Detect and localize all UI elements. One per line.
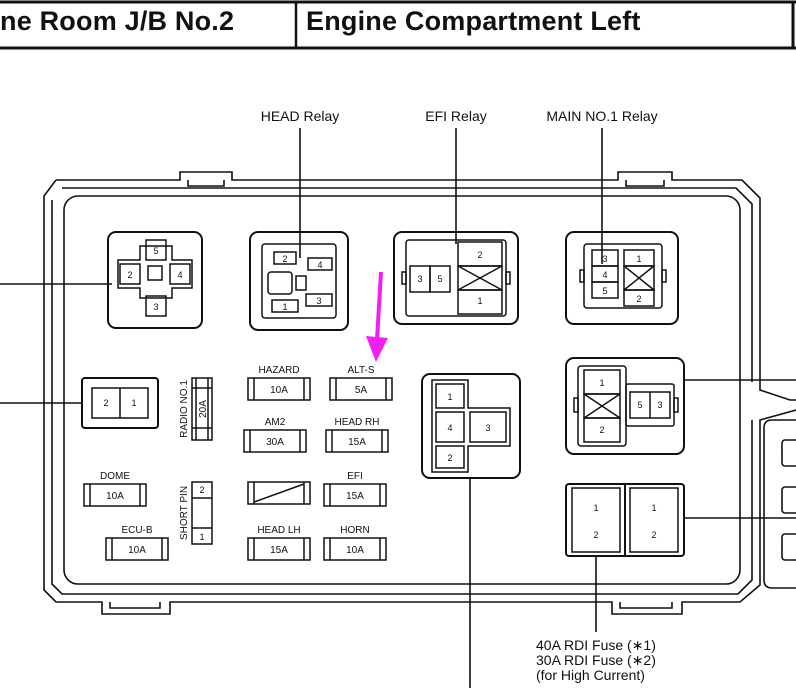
fuse-head-lh [247,537,311,561]
head-relay-pin-2: 2 [282,254,287,264]
fuse-am2 [243,429,307,453]
main-relay-pin-5: 5 [602,286,607,296]
rdi-fuse-callout-2: 30A RDI Fuse (∗2) [536,652,656,668]
fuse-alt-s-label: ALT-S [347,365,374,376]
left-connector [81,377,159,429]
rdi-fuse-callout-3: (for High Current) [536,667,645,683]
head-relay-callout: HEAD Relay [261,108,340,124]
fuse-layer [83,377,393,561]
fuse-hazard-label: HAZARD [258,365,299,376]
efi-relay-callout: EFI Relay [425,108,486,124]
right-relay-pin-2: 2 [599,425,604,435]
rdi-fuse-b-pin-2: 2 [651,530,656,540]
rdi-fuse-a-pin-2: 2 [593,530,598,540]
left-connector-pin-2: 2 [103,398,108,408]
fuse-dome [83,483,147,507]
fuse-efi-label: EFI [347,471,363,482]
fuse-hazard-rating: 10A [270,385,288,396]
fuse-hazard [247,377,311,401]
fuse-head-lh-rating: 15A [270,545,288,556]
fuse-dome-rating: 10A [106,491,124,502]
pointer-arrow [366,271,388,362]
cross-relay [107,231,203,329]
efi-relay-pin-5: 5 [437,274,442,284]
head-relay-socket [249,231,349,331]
main-relay-socket [565,231,679,325]
efi-relay-pin-2: 2 [477,250,482,260]
right-relay-pin-5: 5 [637,400,642,410]
fuse-horn-label: HORN [340,525,369,536]
rdi-fuse-callout-1: 40A RDI Fuse (∗1) [536,637,656,653]
fuse-alt-s-rating: 5A [355,385,368,396]
middle-relay-pin-3: 3 [485,423,490,433]
head-relay-pin-1: 1 [282,302,287,312]
middle-relay-pin-2: 2 [447,453,452,463]
efi-relay-pin-3: 3 [417,274,422,284]
fuse-efi [323,483,387,507]
short-pin-2: 2 [199,485,204,495]
right-relay-pin-1: 1 [599,378,604,388]
right-relay-socket [565,357,685,455]
rdi-fuse-a-pin-1: 1 [593,503,598,513]
main-relay-pin-3: 3 [602,254,607,264]
head-relay-pin-4: 4 [317,260,322,270]
header-right-title: Engine Compartment Left [306,6,641,36]
efi-relay-socket [393,231,519,325]
middle-relay-socket [421,373,521,479]
cross-relay-pin-bottom: 3 [153,302,158,312]
main-relay-pin-2: 2 [636,294,641,304]
main-relay-pin-1: 1 [636,254,641,264]
short-pin-1: 1 [199,532,204,542]
short-pin [191,481,213,545]
left-connector-pin-1: 1 [131,398,136,408]
leader-lines [0,128,796,688]
fuse-horn [323,537,387,561]
fuse-dome-label: DOME [100,471,130,482]
fuse-head-rh [325,429,389,453]
header-left-title: ne Room J/B No.2 [0,6,235,36]
radio-fuse-label: RADIO NO.1 [179,380,190,438]
fuse-alt-s [329,377,393,401]
fuse-head-rh-label: HEAD RH [334,417,379,428]
radio-fuse-rating: 20A [198,400,209,418]
main-relay-callout: MAIN NO.1 Relay [546,108,657,124]
fuse-head-lh-label: HEAD LH [257,525,300,536]
fuse-ecu-b-rating: 10A [128,545,146,556]
rdi-fuse-blocks [565,483,685,557]
fuse-head-rh-rating: 15A [348,437,366,448]
right-relay-pin-3: 3 [657,400,662,410]
middle-relay-pin-4: 4 [447,423,452,433]
fuse-am2-rating: 30A [266,437,284,448]
rdi-fuse-b-pin-1: 1 [651,503,656,513]
blank-fuse-slot [247,481,311,505]
fuse-am2-label: AM2 [265,417,286,428]
middle-relay-pin-1: 1 [447,392,452,402]
housing-outline [43,171,796,615]
cross-relay-pin-left: 2 [127,270,132,280]
fuse-ecu-b [105,537,169,561]
fuse-horn-rating: 10A [346,545,364,556]
head-relay-pin-3: 3 [316,296,321,306]
efi-relay-pin-1: 1 [477,296,482,306]
fuse-efi-rating: 15A [346,491,364,502]
fuse-ecu-b-label: ECU-B [121,525,152,536]
cross-relay-pin-top: 5 [153,246,158,256]
short-pin-label: SHORT PIN [179,486,190,540]
radio-fuse [191,377,213,441]
main-relay-pin-4: 4 [602,270,607,280]
cross-relay-pin-right: 4 [177,270,182,280]
